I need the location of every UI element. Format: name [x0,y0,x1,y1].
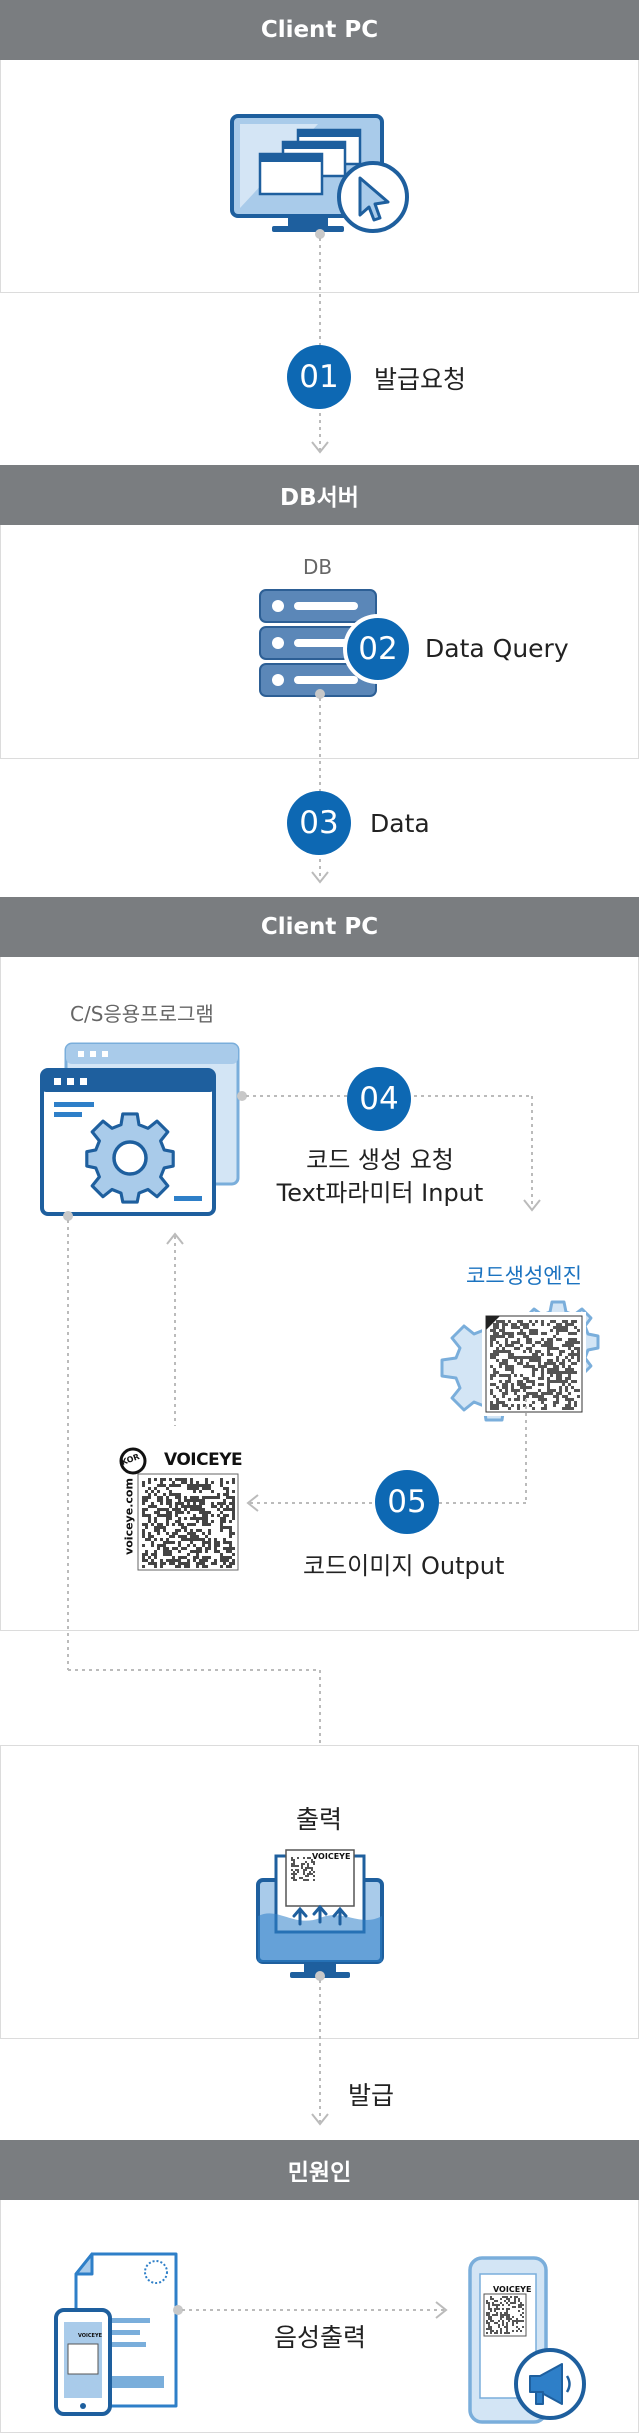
step-01-number: 01 [299,359,339,395]
header-client-pc-2: Client PC [0,897,639,968]
step-05-number: 05 [387,1484,427,1520]
header-client-pc-2-label: Client PC [260,914,379,940]
code-engine-label: 코드생성엔진 [466,1264,582,1288]
kor-badge-icon [119,1447,147,1475]
step-02-number: 02 [358,631,398,667]
voice-output-label: 음성출력 [274,2323,367,2352]
header-db-server-label: DB서버 [280,485,359,511]
phone-speaker-icon [468,2256,586,2424]
voiceye-code-image: KOR VOICEYE voiceye.com [118,1446,243,1572]
header-client-pc-1-label: Client PC [260,17,379,43]
issue-label: 발급 [348,2081,395,2110]
step-05-label: 코드이미지 Output [303,1552,505,1580]
voiceye-brand: VOICEYE [164,1450,243,1470]
connector-2 [311,689,329,884]
step-05-badge: 05 [375,1470,439,1534]
step-01-badge: 01 [287,345,351,409]
connector-app-to-print [63,1211,329,1794]
print-monitor-icon [256,1849,384,1978]
monitor-windows-icon [230,114,409,233]
step-03-label: Data [370,809,430,838]
phone-voiceye-brand: VOICEYE [493,2285,532,2294]
connector-voice-output [173,2301,448,2319]
connector-print-to-issue [311,1971,329,2126]
document-phone-icon [54,2252,178,2416]
step-04-label-line1: 코드 생성 요청 [306,1146,454,1174]
step-02-label: Data Query [425,634,569,663]
step-03-badge: 03 [287,791,351,855]
step-01-label: 발급요청 [374,365,467,394]
header-client-pc-1: Client PC [0,0,639,71]
database-server-icon [259,589,377,697]
doc-voiceye-brand: VOICEYE [78,2333,103,2339]
cs-app-label: C/S응용프로그램 [70,1002,214,1026]
step-04-badge: 04 [347,1067,411,1131]
step-03-number: 03 [299,805,339,841]
app-gear-windows-icon [40,1042,240,1216]
connector-qr-to-app [166,1232,184,1426]
header-citizen-label: 민원인 [287,2160,352,2186]
connector-1 [311,229,329,454]
voiceye-qr-pattern [137,1473,239,1571]
connector-step-05 [246,1399,527,1512]
header-db-server: DB서버 [0,465,639,536]
step-04-label-line2: Text파라미터 Input [276,1179,484,1207]
code-engine-icon [440,1300,600,1422]
print-voiceye-brand: VOICEYE [312,1852,351,1861]
db-label: DB [303,555,333,579]
print-label: 출력 [296,1805,343,1834]
step-02-badge: 02 [343,614,413,684]
step-04-number: 04 [359,1081,399,1117]
header-citizen: 민원인 [0,2140,639,2211]
